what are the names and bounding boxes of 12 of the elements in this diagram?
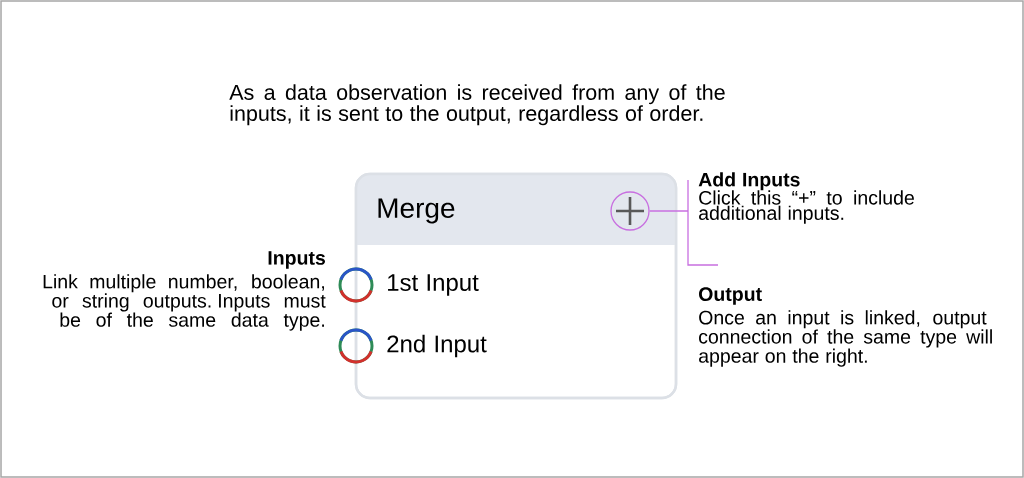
input-row-label: 1st Input: [388, 274, 479, 296]
input-port: [338, 328, 374, 364]
annotation-heading: Inputs: [268, 251, 325, 269]
annotation-text: Once an input is linked, output connection of the same type will appear on the right.: [699, 310, 992, 367]
annotation-heading: Output: [699, 287, 762, 305]
input-row-label: 2nd Input: [387, 334, 487, 358]
add-button: [610, 191, 650, 231]
annotation-text: Link multiple number, boolean, or string outputs. Inputs must be of the same data type.: [43, 274, 326, 331]
input-port: [338, 267, 374, 303]
annotation-text: Add Inputs Click this “+” to include additional inputs.: [698, 172, 914, 224]
title-text: As a data observation is received from any of the inputs, it is sent to the output, regardless of order.: [229, 84, 725, 126]
leader-line: [649, 210, 689, 212]
